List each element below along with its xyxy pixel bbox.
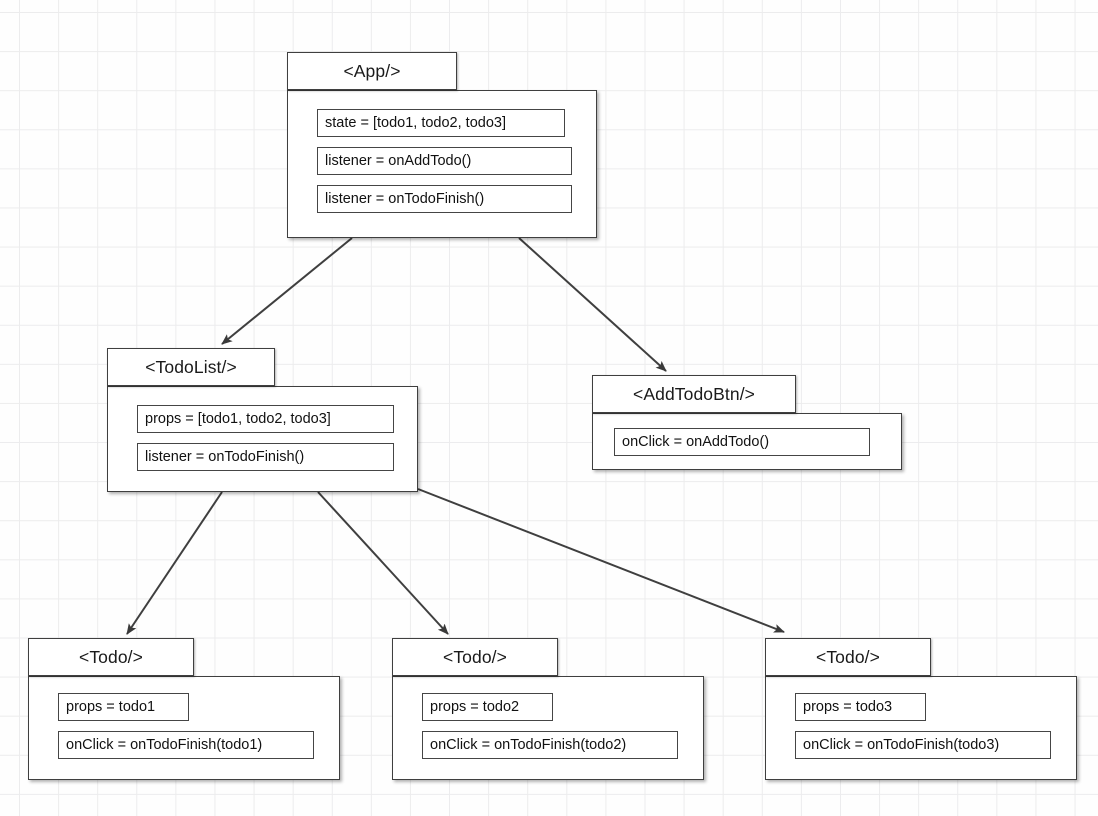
node-body-app: state = [todo1, todo2, todo3] listener = … <box>287 90 597 238</box>
node-title-todo1: <Todo/> <box>28 638 194 676</box>
node-field: listener = onAddTodo() <box>317 147 572 175</box>
node-field: onClick = onAddTodo() <box>614 428 870 456</box>
node-field: props = todo3 <box>795 693 926 721</box>
edge-todolist-todo1 <box>126 491 223 635</box>
edge-todolist-todo3 <box>417 488 785 633</box>
node-field: props = todo2 <box>422 693 553 721</box>
node-body-todo1: props = todo1 onClick = onTodoFinish(todo… <box>28 676 340 780</box>
node-title-app: <App/> <box>287 52 457 90</box>
node-body-todo3: props = todo3 onClick = onTodoFinish(todo… <box>765 676 1077 780</box>
node-title-todo2: <Todo/> <box>392 638 558 676</box>
node-body-todolist: props = [todo1, todo2, todo3] listener = … <box>107 386 418 492</box>
node-field: listener = onTodoFinish() <box>317 185 572 213</box>
node-title-todolist: <TodoList/> <box>107 348 275 386</box>
edge-app-todolist <box>221 237 353 345</box>
node-field: props = [todo1, todo2, todo3] <box>137 405 394 433</box>
edge-todolist-todo2 <box>317 491 449 635</box>
node-body-addtodobtn: onClick = onAddTodo() <box>592 413 902 470</box>
node-title-todo3: <Todo/> <box>765 638 931 676</box>
node-field: onClick = onTodoFinish(todo2) <box>422 731 678 759</box>
node-field: state = [todo1, todo2, todo3] <box>317 109 565 137</box>
node-body-todo2: props = todo2 onClick = onTodoFinish(todo… <box>392 676 704 780</box>
edge-app-addtodobtn <box>518 237 667 372</box>
node-field: listener = onTodoFinish() <box>137 443 394 471</box>
node-title-addtodobtn: <AddTodoBtn/> <box>592 375 796 413</box>
node-field: onClick = onTodoFinish(todo3) <box>795 731 1051 759</box>
node-field: props = todo1 <box>58 693 189 721</box>
node-field: onClick = onTodoFinish(todo1) <box>58 731 314 759</box>
